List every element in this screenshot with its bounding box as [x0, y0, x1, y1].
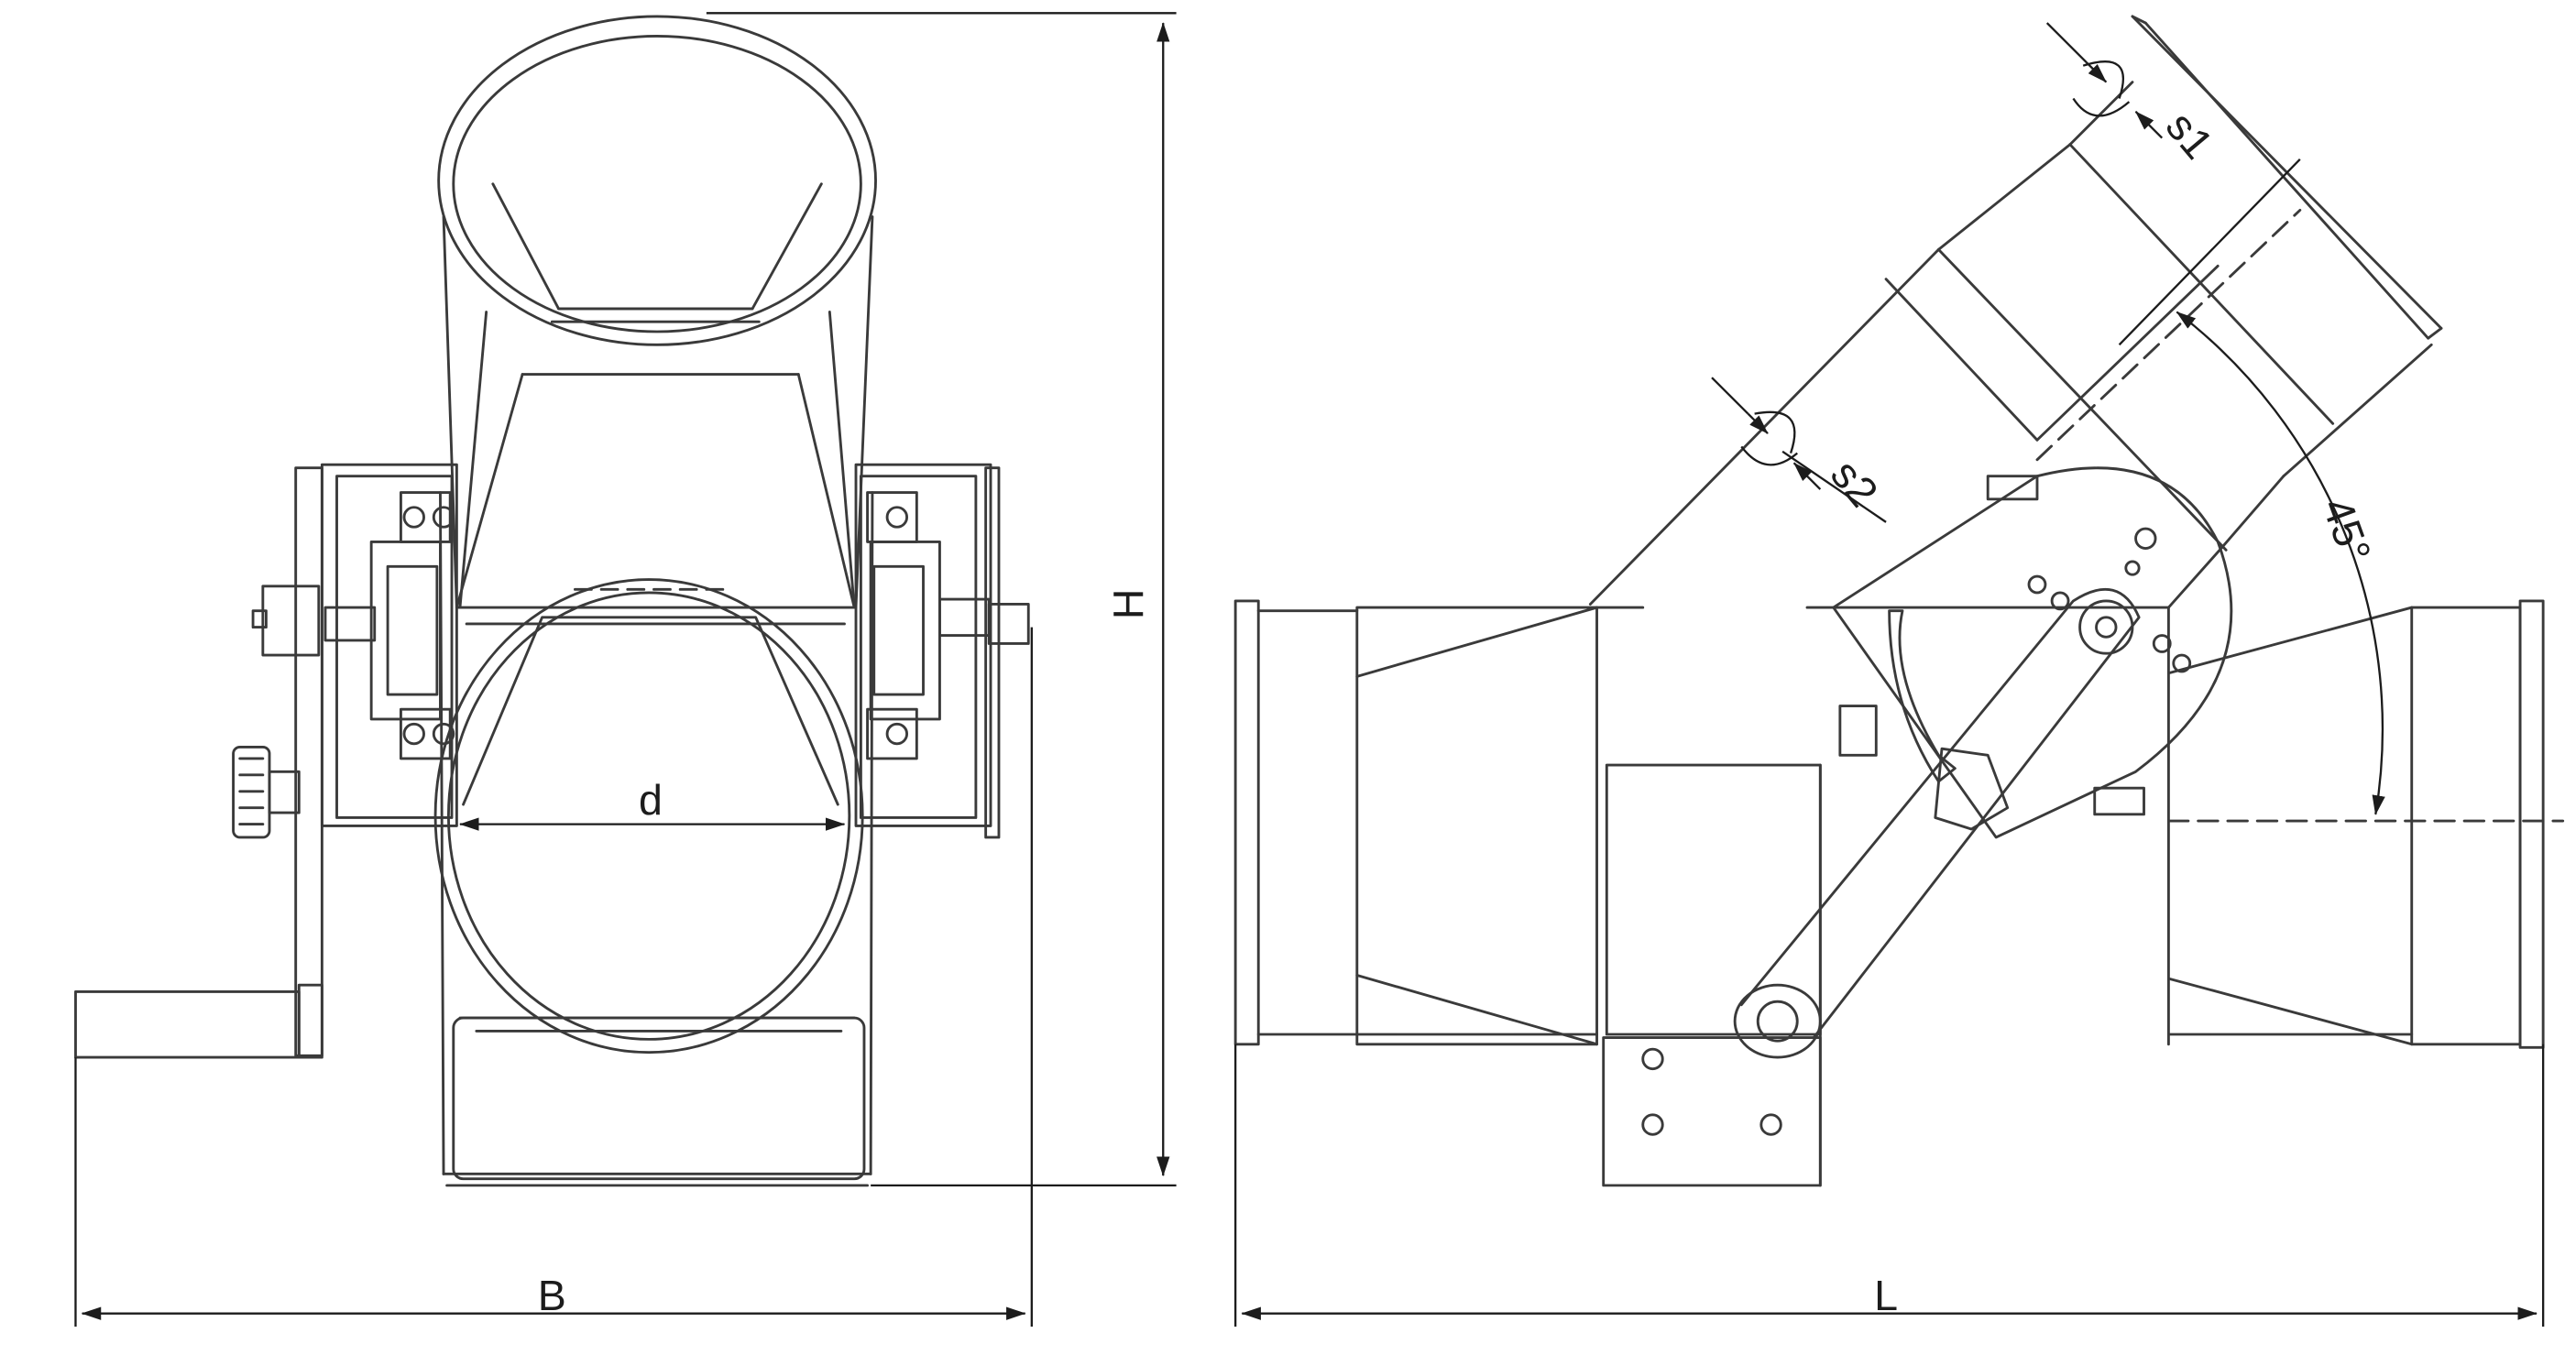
front-left-bracket	[74, 463, 458, 1059]
side-housing	[1602, 763, 1822, 1187]
dimension-labels: H B L d s1 s2 45°	[538, 103, 2380, 1319]
height-label: H	[1105, 589, 1153, 620]
side-lever-arm	[1733, 587, 2141, 1059]
dimensions	[74, 12, 2545, 1327]
front-reducer	[455, 373, 856, 626]
side-branch	[1588, 15, 2443, 609]
angle-arc	[2176, 311, 2385, 815]
width-label: B	[538, 1272, 566, 1319]
diameter-label: d	[639, 776, 663, 824]
front-inlet-pipe	[437, 15, 877, 609]
front-view	[74, 15, 1030, 1187]
front-body	[439, 491, 874, 1187]
front-bolts	[402, 506, 909, 746]
s2-label: s2	[1822, 451, 1887, 516]
front-right-bracket	[854, 463, 1030, 839]
front-outlet-circle	[433, 578, 864, 1055]
side-holes	[1641, 527, 2192, 1136]
side-view	[1233, 15, 2565, 1187]
s1-label: s1	[2157, 103, 2222, 168]
length-label: L	[1874, 1272, 1898, 1319]
angle-label: 45°	[2313, 492, 2380, 569]
